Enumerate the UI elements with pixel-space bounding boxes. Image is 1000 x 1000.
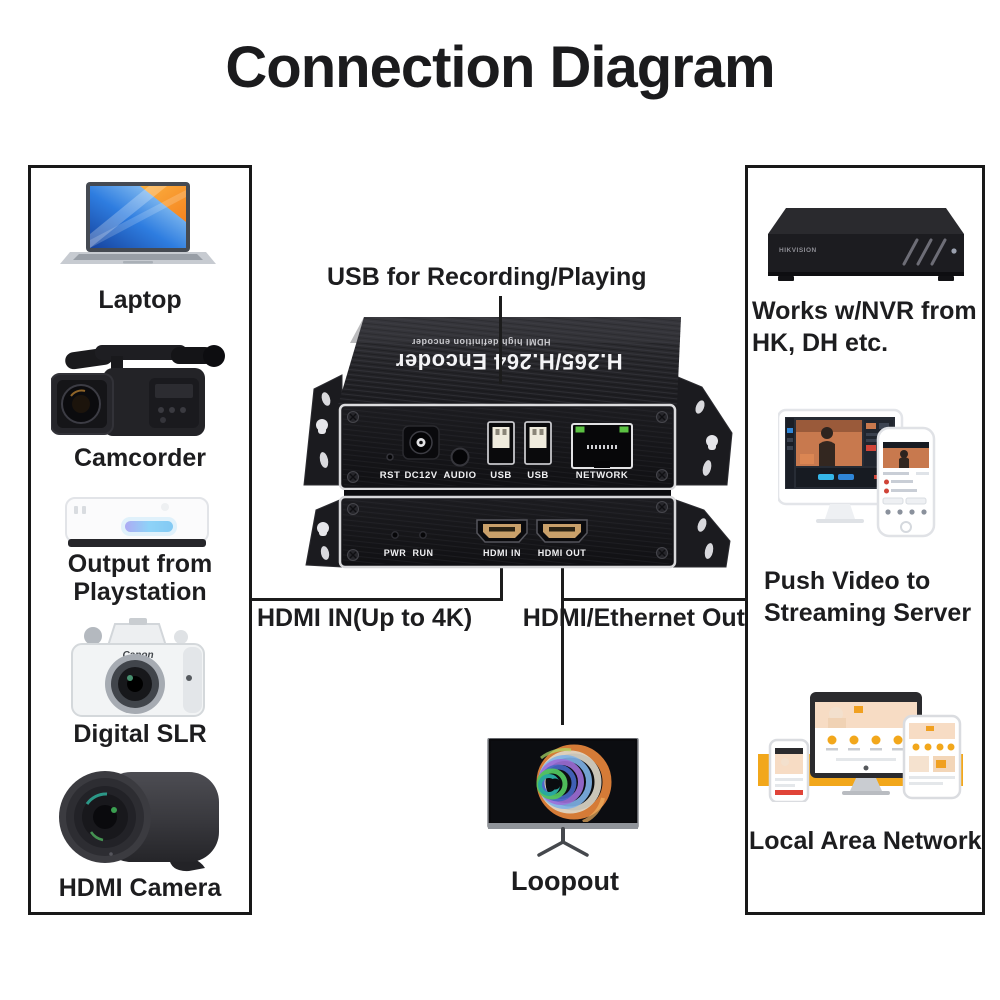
camcorder-label: Camcorder (74, 444, 206, 472)
encoder-front-panel: RST DC12V AUDIO USB USB NETWORK (338, 403, 677, 491)
nvr-label-line1: Works w/NVR from (752, 297, 977, 325)
callout-hdmi-ethernet-out-label: HDMI/Ethernet Out (522, 604, 745, 632)
nvr-image: HIKVISION (768, 208, 964, 281)
nvr-power-led (951, 248, 957, 254)
nvr-slash-decor (902, 238, 947, 266)
encoder-subtitle-text: HDMI high definition encoder (412, 337, 551, 347)
audio-jack (450, 447, 470, 467)
digital-slr-image: Canon (71, 618, 205, 717)
nvr-brand-text: HIKVISION (779, 247, 817, 254)
left-sources-panel: Laptop Camcorder (28, 165, 252, 915)
playstation-image (65, 497, 209, 547)
nvr-top (768, 208, 964, 234)
lan-devices-image (758, 692, 963, 802)
dc-power-jack (402, 425, 440, 460)
loopout-monitor-image (487, 738, 639, 857)
callout-hdmi-in-label: HDMI IN(Up to 4K) (257, 604, 473, 632)
hdmi-camera-lens-glint (85, 792, 108, 805)
port-label-hdmi-in: HDMI IN (483, 548, 521, 558)
lan-desktop-stand (850, 778, 882, 791)
loopout-chin (488, 823, 638, 829)
loopout-label: Loopout (511, 866, 619, 896)
power-led (391, 531, 399, 539)
connector-hdmi-in-horizontal (251, 598, 503, 601)
encoder-bottom-unit-panel: PWR RUN HDMI IN HDMI OUT (338, 490, 677, 569)
digital-slr-label: Digital SLR (73, 720, 207, 748)
encoder-device-image: HDMI high definition encoder H.265/H.264… (303, 317, 733, 569)
connector-usb-line (499, 296, 502, 384)
port-label-usb2: USB (527, 470, 549, 481)
connector-hdmi-in-vertical (500, 555, 503, 601)
playstation-label-line2: Playstation (73, 578, 207, 606)
hdmi-in-port (476, 519, 528, 543)
page-title: Connection Diagram (225, 35, 775, 100)
nvr-label-line2: HK, DH etc. (752, 329, 889, 357)
connector-hdmi-out-horizontal (561, 598, 748, 601)
lan-webpage-icons (827, 735, 903, 745)
port-label-hdmi-out: HDMI OUT (538, 548, 587, 558)
loopout-vortex-art (536, 744, 612, 822)
encoder-mounting-ears-top (303, 374, 733, 486)
port-label-rst: RST (380, 470, 401, 481)
hdmi-camera-label: HDMI Camera (58, 874, 222, 902)
hdmi-out-port (536, 519, 588, 543)
playstation-label-line1: Output from (67, 550, 213, 578)
streaming-phone-toolbar (885, 509, 927, 515)
nvr-front (768, 234, 964, 274)
encoder-model-text: H.265/H.264 Encoder (395, 349, 622, 374)
callout-usb-label: USB for Recording/Playing (327, 263, 647, 291)
camcorder-viewfinder (203, 345, 225, 367)
port-label-run: RUN (413, 548, 434, 558)
streaming-devices-image (778, 408, 936, 538)
encoder-top-panel: HDMI high definition encoder H.265/H.264… (338, 317, 681, 405)
right-destinations-panel: HIKVISION Works w/NVR from HK, DH etc. (745, 165, 985, 915)
lan-label: Local Area Network (749, 827, 982, 855)
connector-hdmi-out-vertical (561, 555, 564, 725)
port-label-usb1: USB (490, 470, 512, 481)
port-label-dc12v: DC12V (404, 470, 437, 481)
lan-phone-button (775, 790, 803, 795)
port-label-network: NETWORK (576, 470, 629, 481)
reset-hole (386, 453, 394, 461)
port-label-audio: AUDIO (443, 470, 476, 481)
laptop-label: Laptop (98, 286, 182, 314)
usb-port-1 (487, 421, 515, 465)
camcorder-image (51, 345, 225, 436)
streaming-monitor-stand (825, 504, 855, 519)
streaming-label-line2: Streaming Server (764, 599, 972, 627)
run-led (419, 531, 427, 539)
hdmi-camera-image (59, 771, 219, 872)
slr-viewfinder-hump (106, 623, 168, 647)
network-port (571, 423, 633, 469)
encoder-mounting-ears-bottom (305, 498, 731, 568)
playstation-led (125, 521, 173, 532)
streaming-label-line1: Push Video to (764, 567, 931, 595)
port-label-pwr: PWR (384, 548, 407, 558)
laptop-image (60, 182, 216, 264)
slr-mode-dial (84, 627, 102, 645)
usb-port-2 (524, 421, 552, 465)
loopout-stand (537, 827, 589, 857)
